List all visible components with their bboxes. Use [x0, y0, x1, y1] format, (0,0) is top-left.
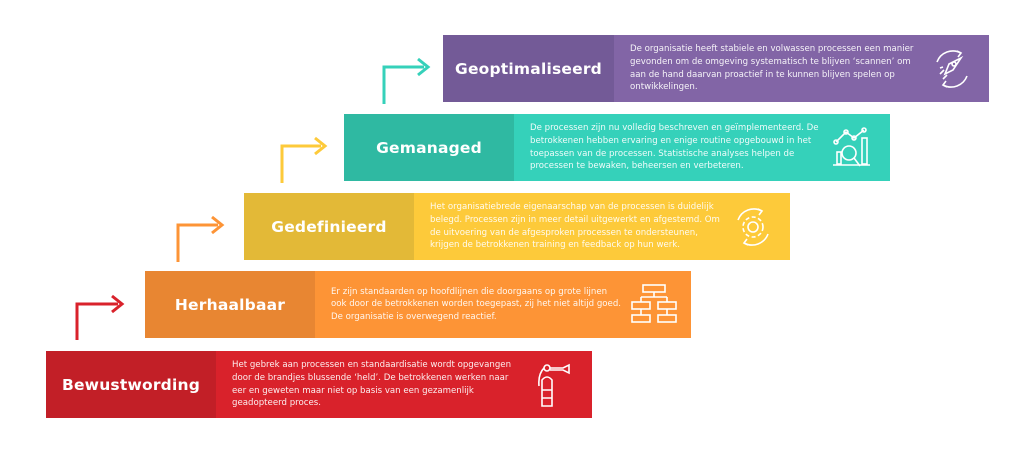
level-4-gemanaged: Gemanaged De processen zijn nu volledig …	[344, 114, 890, 181]
level-3-gedefinieerd: Gedefinieerd Het organisatiebrede eigena…	[244, 193, 790, 260]
hierarchy-icon	[631, 282, 677, 328]
level-description: De processen zijn nu volledig beschreven…	[530, 123, 819, 172]
arrow-orange	[176, 215, 225, 262]
level-description: Er zijn standaarden op hoofdlijnen die d…	[331, 286, 622, 322]
arrow-yellow	[280, 136, 328, 183]
level-1-bewustwording: Bewustwording Het gebrek aan processen e…	[46, 351, 592, 418]
level-description: Het gebrek aan processen en standaardisa…	[232, 360, 512, 409]
level-title: Gemanaged	[344, 114, 514, 181]
level-description: Het organisatiebrede eigenaarschap van d…	[430, 202, 720, 251]
level-2-herhaalbaar: Herhaalbaar Er zijn standaarden op hoofd…	[145, 271, 691, 338]
level-description: De organisatie heeft stabiele en volwass…	[630, 44, 914, 93]
level-title: Gedefinieerd	[244, 193, 414, 260]
arrow-teal	[382, 57, 431, 104]
fire-extinguisher-icon	[532, 362, 578, 408]
rocket-cycle-icon	[929, 46, 975, 92]
level-5-geoptimaliseerd: Geoptimaliseerd De organisatie heeft sta…	[443, 35, 989, 102]
gear-cycle-icon	[730, 204, 776, 250]
level-title: Bewustwording	[46, 351, 216, 418]
analytics-icon	[830, 125, 876, 171]
level-title: Geoptimaliseerd	[443, 35, 614, 102]
level-title: Herhaalbaar	[145, 271, 315, 338]
arrow-red	[75, 294, 125, 340]
